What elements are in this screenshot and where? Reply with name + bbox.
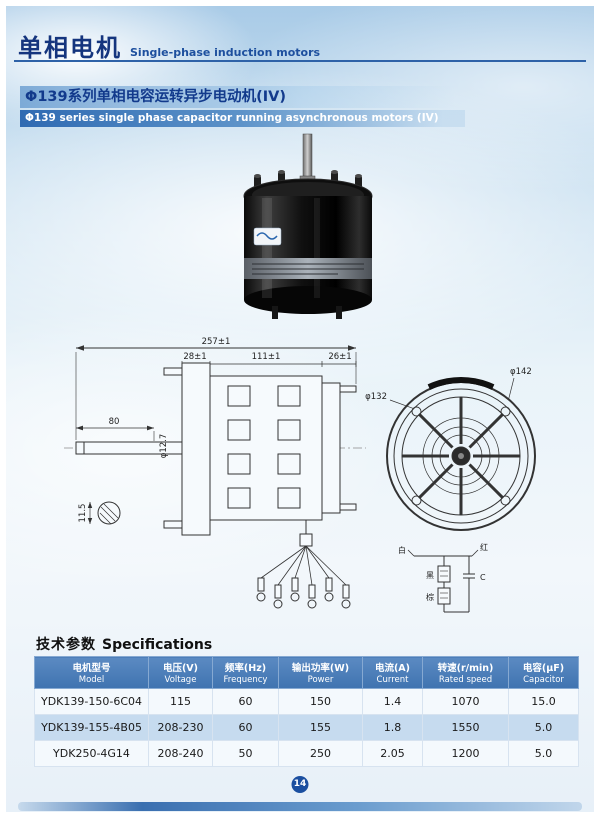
- col-header-current-cn: 电流(A): [374, 663, 411, 674]
- col-header-power-cn: 输出功率(W): [291, 663, 350, 674]
- front-view: [386, 376, 536, 531]
- cell-capacitor: 5.0: [508, 740, 579, 767]
- cell-voltage: 115: [148, 688, 213, 715]
- cell-power: 155: [278, 714, 363, 741]
- dim-mid-segment: 111±1: [252, 352, 281, 362]
- cell-power: 250: [278, 740, 363, 767]
- cell-power: 150: [278, 688, 363, 715]
- series-title-en: Φ139 series single phase capacitor runni…: [20, 110, 465, 127]
- col-header-speed-en: Rated speed: [438, 675, 493, 685]
- wire-red-label: 红: [480, 542, 488, 552]
- col-header-frequency-cn: 频率(Hz): [224, 663, 267, 674]
- page-title-en: Single-phase induction motors: [130, 46, 321, 59]
- motor-shaft: [299, 133, 316, 187]
- cell-model: YDK250-4G14: [34, 740, 149, 767]
- col-header-capacitor: 电容(μF)Capacitor: [508, 656, 579, 689]
- cell-voltage: 208-240: [148, 740, 213, 767]
- cell-current: 2.05: [362, 740, 423, 767]
- col-header-speed: 转速(r/min)Rated speed: [422, 656, 509, 689]
- page-title-cn: 单相电机: [18, 34, 122, 62]
- col-header-power-en: Power: [307, 675, 334, 685]
- wiring-harness: [256, 520, 351, 609]
- cell-model: YDK139-150-6C04: [34, 688, 149, 715]
- dim-right-segment: 26±1: [328, 352, 351, 362]
- col-header-frequency: 频率(Hz)Frequency: [212, 656, 279, 689]
- motor-bottom-studs: [272, 306, 342, 319]
- spec-heading-en: Specifications: [102, 637, 213, 653]
- col-header-voltage: 电压(V)Voltage: [148, 656, 213, 689]
- col-header-voltage-cn: 电压(V): [162, 663, 199, 674]
- cell-current: 1.8: [362, 714, 423, 741]
- dim-left-segment: 28±1: [183, 352, 206, 362]
- cell-speed: 1070: [422, 688, 509, 715]
- table-row: YDK250-4G14 208-240 50 250 2.05 1200 5.0: [34, 740, 579, 767]
- wiring-diagram: [407, 549, 479, 613]
- col-header-capacitor-cn: 电容(μF): [522, 663, 565, 674]
- spec-heading-cn: 技术参数: [36, 637, 96, 653]
- table-row: YDK139-155-4B05 208-230 60 155 1.8 1550 …: [34, 714, 579, 741]
- motor-body: [243, 178, 373, 314]
- cell-model: YDK139-155-4B05: [34, 714, 149, 741]
- dia-outer-label: φ142: [510, 367, 532, 377]
- dim-key: 11.5: [78, 504, 88, 523]
- footer-accent-bar: [18, 802, 582, 811]
- cell-capacitor: 5.0: [508, 714, 579, 741]
- motor-nameplate-band: [244, 258, 372, 279]
- cell-capacitor: 15.0: [508, 688, 579, 715]
- motor-photo: [243, 133, 373, 319]
- col-header-voltage-en: Voltage: [164, 675, 197, 685]
- col-header-frequency-en: Frequency: [223, 675, 268, 685]
- col-header-model-cn: 电机型号: [72, 663, 111, 674]
- header-divider: [14, 60, 586, 62]
- table-row: YDK139-150-6C04 115 60 150 1.4 1070 15.0: [34, 688, 579, 715]
- col-header-capacitor-en: Capacitor: [523, 675, 564, 685]
- cell-speed: 1200: [422, 740, 509, 767]
- cell-speed: 1550: [422, 714, 509, 741]
- cell-frequency: 50: [212, 740, 279, 767]
- capacitor-label: C: [480, 573, 486, 582]
- wire-brown-label: 棕: [426, 592, 434, 602]
- col-header-model-en: Model: [78, 675, 105, 685]
- series-title-cn: Φ139系列单相电容运转异步电动机(IV): [20, 86, 455, 108]
- cell-frequency: 60: [212, 714, 279, 741]
- dia-inner-label: φ132: [365, 392, 387, 402]
- cell-current: 1.4: [362, 688, 423, 715]
- cell-voltage: 208-230: [148, 714, 213, 741]
- page-background: 单相电机 Single-phase induction motors Φ139系列…: [6, 6, 594, 812]
- dim-total-length: 257±1: [202, 337, 231, 347]
- spec-heading: 技术参数 Specifications: [36, 634, 212, 654]
- col-header-current: 电流(A)Current: [362, 656, 423, 689]
- side-view: [64, 345, 366, 536]
- page-number-badge: 14: [291, 776, 309, 793]
- dim-shaft-diameter: φ12.7: [159, 434, 169, 459]
- col-header-power: 输出功率(W)Power: [278, 656, 363, 689]
- col-header-current-en: Current: [376, 675, 409, 685]
- wire-black-label: 黑: [426, 571, 434, 580]
- technical-drawing: 257±1 28±1 111±1 26±1 80 φ12.7 11.5 φ132…: [64, 337, 536, 613]
- cell-frequency: 60: [212, 688, 279, 715]
- col-header-speed-cn: 转速(r/min): [437, 663, 494, 674]
- wire-white-label: 白: [398, 545, 406, 555]
- page-header: 单相电机 Single-phase induction motors: [18, 28, 320, 63]
- motor-label-sticker: [253, 227, 282, 246]
- dim-shaft-length: 80: [109, 417, 120, 427]
